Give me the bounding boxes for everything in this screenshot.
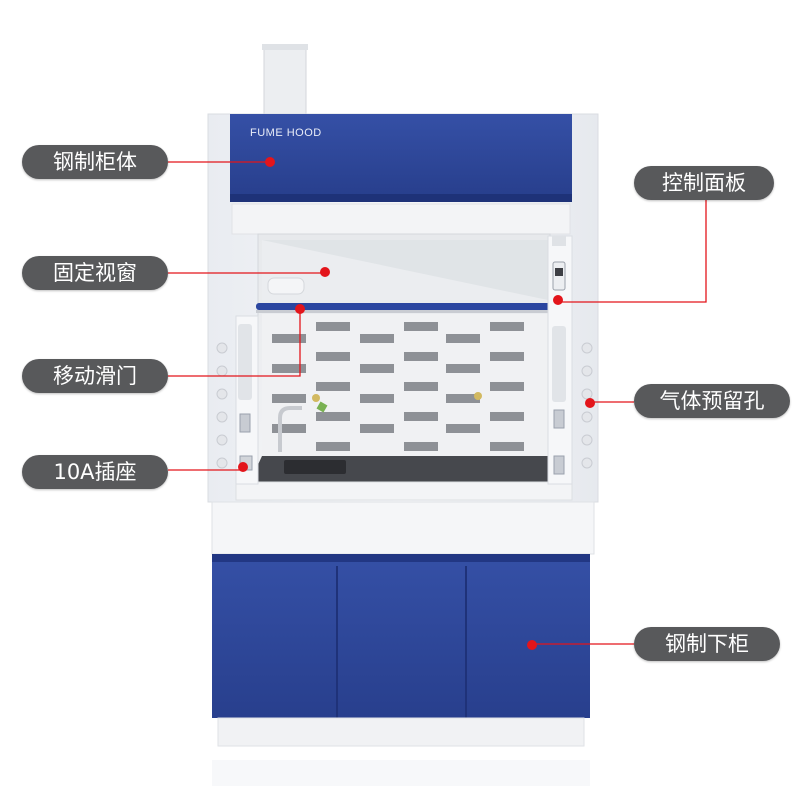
baffle-slot	[360, 394, 394, 403]
gas-hole	[216, 457, 228, 469]
gas-hole	[581, 434, 593, 446]
baffle-slot	[360, 364, 394, 373]
baffle-slot	[404, 382, 438, 391]
middle-band	[211, 501, 595, 555]
baffle-slot	[446, 364, 480, 373]
steel-cabinet-top-panel	[230, 114, 572, 202]
callout-fixed-window: 固定视窗	[22, 256, 168, 290]
gas-hole	[216, 342, 228, 354]
baffle-slot	[272, 334, 306, 343]
baffle-slot	[404, 322, 438, 331]
baffle-slot	[272, 394, 306, 403]
baffle-slot	[316, 382, 350, 391]
callout-sliding-sash: 移动滑门	[22, 359, 168, 393]
gas-hole	[581, 342, 593, 354]
callout-control-panel: 控制面板	[634, 166, 774, 200]
faucet	[278, 392, 482, 452]
baffle-slot	[490, 412, 524, 421]
sliding-sash-bar	[256, 303, 552, 313]
gas-hole	[216, 365, 228, 377]
baffle-slot	[316, 442, 350, 451]
baffle-slot	[446, 334, 480, 343]
callout-leaders	[168, 157, 707, 650]
brand-label: FUME HOOD	[250, 127, 322, 139]
gas-hole	[216, 434, 228, 446]
baffle-slot	[446, 394, 480, 403]
baffle-slot	[316, 352, 350, 361]
gas-hole	[216, 388, 228, 400]
callout-steel-base-cabinet: 钢制下柜	[634, 627, 780, 661]
left-side-post	[235, 315, 259, 485]
baffle-slot	[272, 364, 306, 373]
baffle-slot	[490, 442, 524, 451]
baffle-slot	[360, 424, 394, 433]
gas-hole	[581, 411, 593, 423]
baffle-slot	[490, 322, 524, 331]
left-gas-holes	[216, 342, 228, 469]
baffle-slot	[316, 322, 350, 331]
gas-hole	[581, 457, 593, 469]
right-gas-holes	[581, 342, 593, 469]
worktop	[235, 456, 573, 501]
gas-hole	[581, 388, 593, 400]
baffle-slot	[404, 442, 438, 451]
floor-reflection	[212, 760, 590, 786]
gas-hole	[581, 365, 593, 377]
back-baffle	[262, 314, 548, 456]
exhaust-duct	[262, 44, 308, 118]
baffle-slot	[316, 412, 350, 421]
callout-gas-reserved-holes: 气体预留孔	[634, 384, 790, 418]
base-cabinet	[212, 554, 590, 747]
callout-steel-cabinet-body: 钢制柜体	[22, 145, 168, 179]
callout-socket-10a: 10A插座	[22, 455, 168, 489]
gas-hole	[216, 411, 228, 423]
baffle-slot	[490, 352, 524, 361]
baffle-slot	[272, 424, 306, 433]
right-side-post	[547, 235, 573, 485]
baffle-slot	[490, 382, 524, 391]
baffle-slot	[446, 424, 480, 433]
baffle-slot	[360, 334, 394, 343]
baffle-slot	[404, 412, 438, 421]
baffle-slot	[404, 352, 438, 361]
